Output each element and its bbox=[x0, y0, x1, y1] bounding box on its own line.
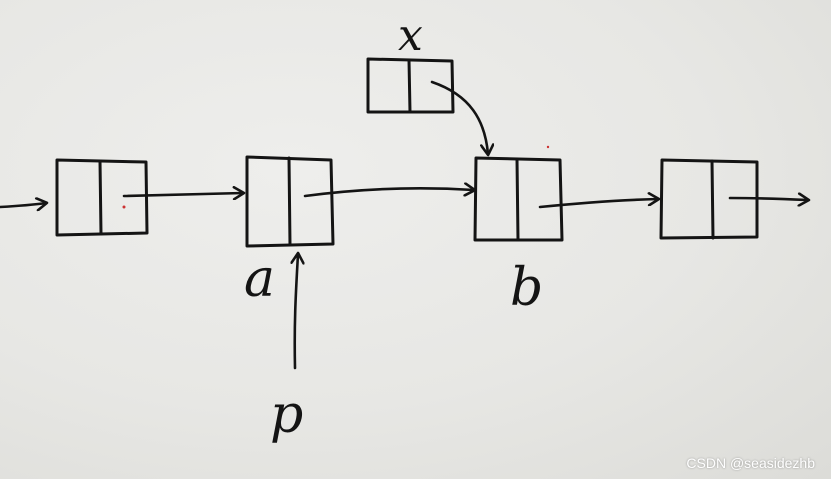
new-node-x bbox=[366, 57, 455, 114]
pointer-p-arrow bbox=[295, 254, 298, 370]
label-a: a bbox=[244, 249, 275, 309]
arrow-node1-to-a bbox=[122, 193, 243, 196]
list-node-b bbox=[473, 156, 564, 242]
outgoing-arrow bbox=[728, 198, 808, 200]
arrow-a-to-b bbox=[303, 188, 474, 198]
list-node-1 bbox=[55, 158, 149, 237]
list-node-4 bbox=[659, 158, 759, 240]
paper-speck bbox=[122, 205, 126, 209]
watermark: CSDN @seasidezhb bbox=[686, 455, 815, 471]
arrow-b-to-node4 bbox=[538, 199, 658, 209]
label-x: x bbox=[398, 10, 423, 61]
list-node-a bbox=[245, 155, 335, 248]
arrow-x-to-b bbox=[430, 80, 488, 154]
label-p: p bbox=[270, 385, 303, 445]
incoming-arrow bbox=[0, 203, 46, 207]
label-b: b bbox=[510, 258, 543, 318]
paper-speck bbox=[546, 145, 550, 149]
